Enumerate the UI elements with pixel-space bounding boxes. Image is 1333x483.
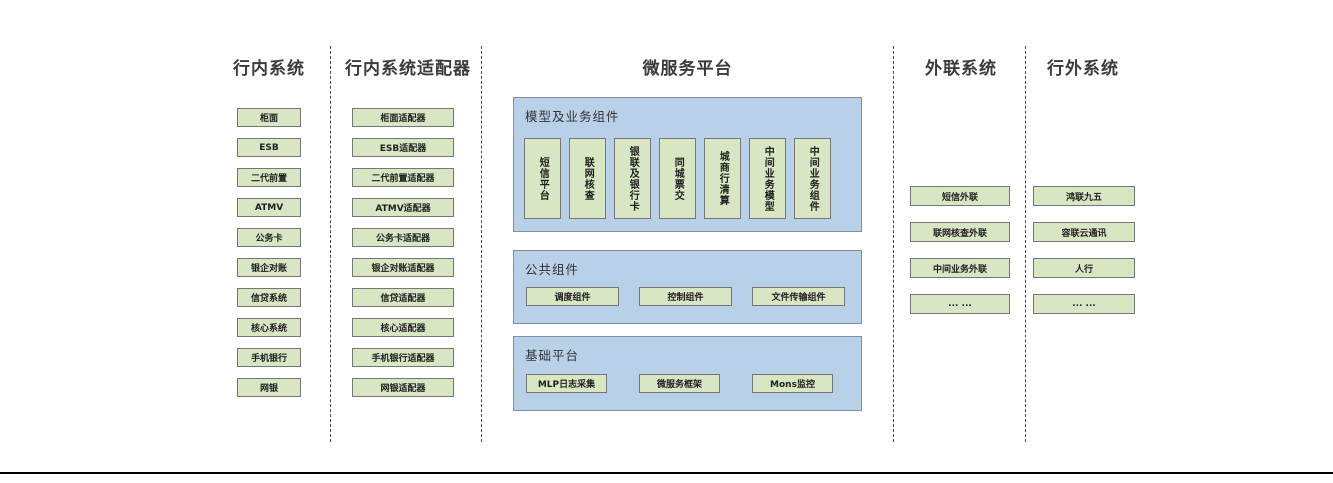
external-node: ... ... bbox=[1033, 294, 1135, 314]
adapter-node: ESB适配器 bbox=[352, 138, 454, 157]
column-title-internal-systems: 行内系统 bbox=[233, 59, 305, 79]
group-label: 公共组件 bbox=[525, 262, 580, 277]
system-node: 公务卡 bbox=[237, 228, 301, 247]
column-title-microservice-platform: 微服务平台 bbox=[642, 59, 733, 79]
divider-adapter-platform bbox=[481, 46, 482, 442]
outbound-node: 中间业务外联 bbox=[910, 258, 1010, 278]
adapter-node: ATMV适配器 bbox=[352, 198, 454, 217]
external-systems-list: 鸿联九五容联云通讯人行 ... ... bbox=[1033, 186, 1135, 314]
external-node: 鸿联九五 bbox=[1033, 186, 1135, 206]
group-common-components: 公共组件 调度组件 控制组件 文件传输组件 bbox=[513, 250, 862, 324]
outbound-node: 联网核查外联 bbox=[910, 222, 1010, 242]
group-model-business-components: 模型及业务组件 短信平台联网核查银联及银行卡同城票交城商行清算中间业务模型中间业… bbox=[513, 97, 862, 232]
component-node: 中间业务组件 bbox=[794, 138, 831, 219]
component-node: 文件传输组件 bbox=[752, 287, 845, 306]
adapter-node: 二代前置适配器 bbox=[352, 168, 454, 187]
group-base-platform: 基础平台 MLP日志采集 微服务框架 Mons监控 bbox=[513, 336, 862, 411]
divider-outbound-external bbox=[1025, 46, 1026, 442]
component-node: 城商行清算 bbox=[704, 138, 741, 219]
system-node: 柜面 bbox=[237, 108, 301, 127]
outbound-systems-list: 短信外联联网核查外联中间业务外联 ... ... bbox=[910, 186, 1010, 314]
adapter-node: 银企对账适配器 bbox=[352, 258, 454, 277]
system-node: 二代前置 bbox=[237, 168, 301, 187]
group-label: 基础平台 bbox=[525, 348, 580, 363]
component-node: 中间业务模型 bbox=[749, 138, 786, 219]
outbound-node: ... ... bbox=[910, 294, 1010, 314]
component-node: 控制组件 bbox=[639, 287, 732, 306]
component-node: 短信平台 bbox=[524, 138, 561, 219]
adapter-node: 信贷适配器 bbox=[352, 288, 454, 307]
adapter-node: 柜面适配器 bbox=[352, 108, 454, 127]
component-node: 调度组件 bbox=[526, 287, 619, 306]
component-node: 联网核查 bbox=[569, 138, 606, 219]
component-node: 微服务框架 bbox=[639, 374, 720, 393]
adapter-node: 核心适配器 bbox=[352, 318, 454, 337]
external-node: 人行 bbox=[1033, 258, 1135, 278]
system-node: ESB bbox=[237, 138, 301, 157]
internal-systems-list: 柜面 ESB 二代前置 ATMV 公务卡银企对账信贷系统核心系统手机银行网银 bbox=[237, 108, 301, 397]
system-node: 银企对账 bbox=[237, 258, 301, 277]
divider-internal-adapter bbox=[330, 46, 331, 442]
system-node: 核心系统 bbox=[237, 318, 301, 337]
external-node: 容联云通讯 bbox=[1033, 222, 1135, 242]
system-node: 信贷系统 bbox=[237, 288, 301, 307]
component-node: 银联及银行卡 bbox=[614, 138, 651, 219]
internal-adapters-list: 柜面适配器 ESB适配器二代前置适配器 ATMV适配器公务卡适配器银企对账适配器信贷… bbox=[352, 108, 454, 397]
system-node: 手机银行 bbox=[237, 348, 301, 367]
system-node: 网银 bbox=[237, 378, 301, 397]
base-platform-row: MLP日志采集 微服务框架 Mons监控 bbox=[526, 374, 833, 393]
divider-platform-outbound bbox=[893, 46, 894, 442]
outbound-node: 短信外联 bbox=[910, 186, 1010, 206]
adapter-node: 手机银行适配器 bbox=[352, 348, 454, 367]
adapter-node: 网银适配器 bbox=[352, 378, 454, 397]
bottom-rule bbox=[0, 472, 1333, 474]
component-node: Mons监控 bbox=[752, 374, 833, 393]
component-node: 同城票交 bbox=[659, 138, 696, 219]
model-business-components-row: 短信平台联网核查银联及银行卡同城票交城商行清算中间业务模型中间业务组件 bbox=[524, 138, 831, 219]
column-title-external-systems: 行外系统 bbox=[1047, 59, 1119, 79]
common-components-row: 调度组件 控制组件 文件传输组件 bbox=[526, 287, 845, 306]
group-label: 模型及业务组件 bbox=[525, 109, 620, 124]
adapter-node: 公务卡适配器 bbox=[352, 228, 454, 247]
component-node: MLP日志采集 bbox=[526, 374, 607, 393]
column-title-internal-adapters: 行内系统适配器 bbox=[345, 59, 471, 79]
system-node: ATMV bbox=[237, 198, 301, 217]
column-title-outbound-systems: 外联系统 bbox=[925, 59, 997, 79]
